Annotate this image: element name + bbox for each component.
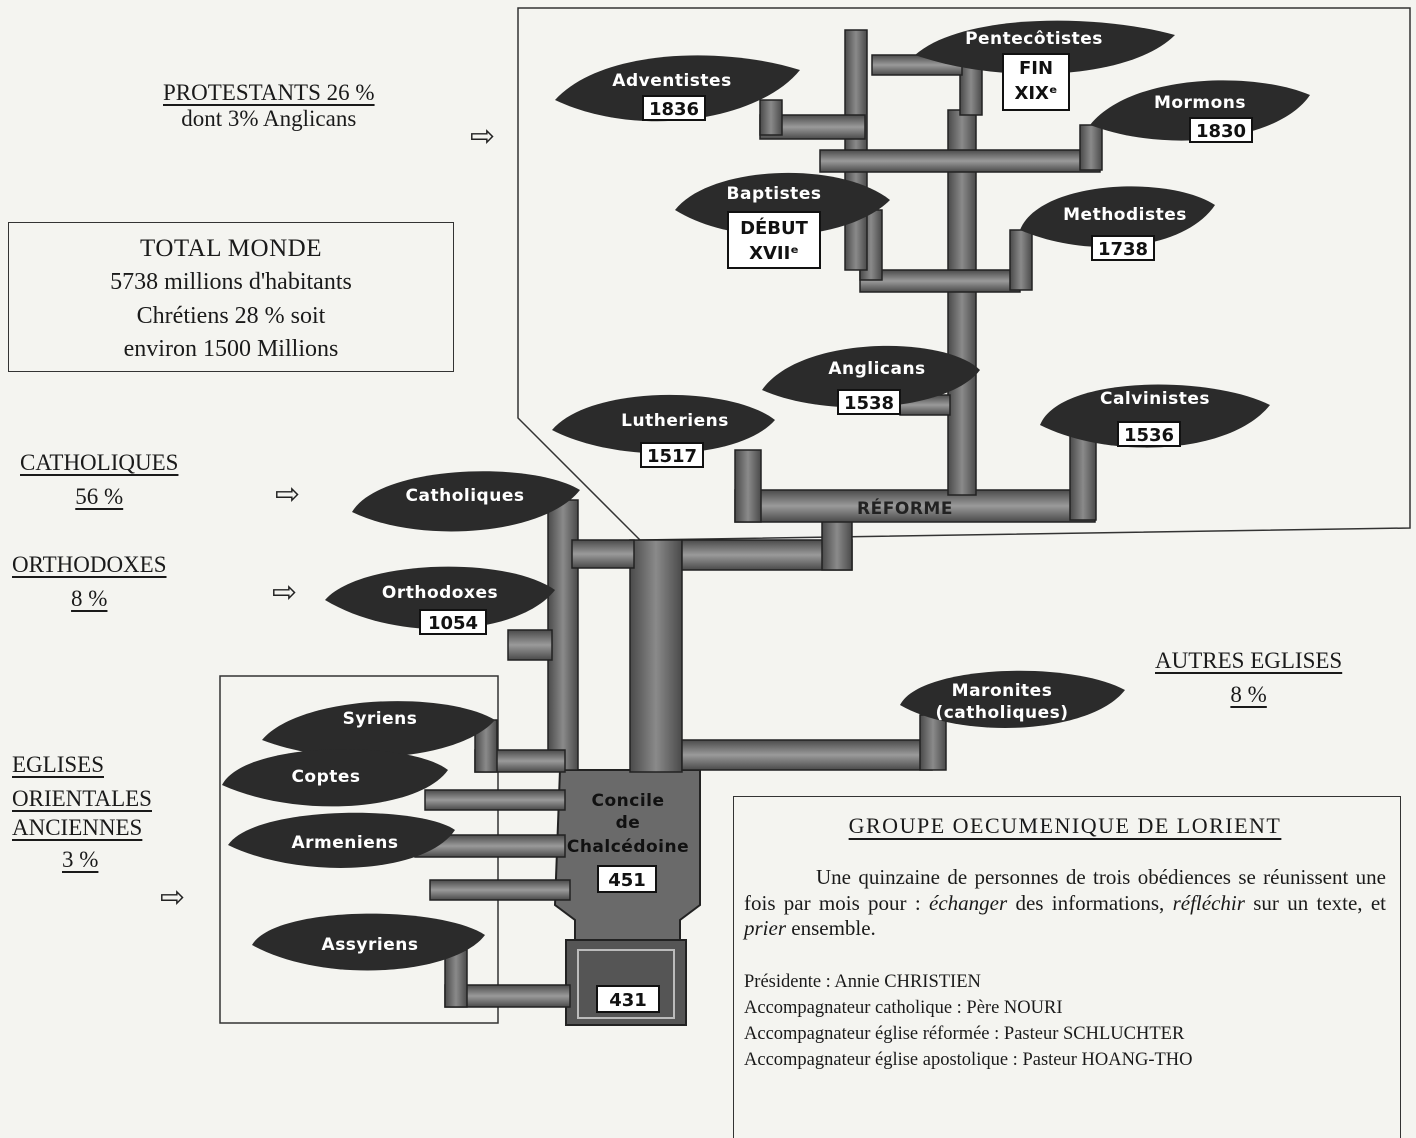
leaf-coptes-label: Coptes [291, 767, 360, 787]
leaf-orthodoxes: Orthodoxes 1054 [325, 567, 555, 634]
leaf-catholiques-label: Catholiques [406, 486, 525, 506]
leaf-catholiques: Catholiques [352, 471, 580, 531]
leaf-mormons-label: Mormons [1154, 93, 1246, 113]
orientales-line2: ORIENTALES [12, 786, 152, 812]
groupe-accompagnateur-catholique: Accompagnateur catholique : Père NOURI [744, 996, 1386, 1022]
groupe-description: Une quinzaine de personnes de trois obéd… [744, 865, 1386, 942]
total-line1: 5738 millions d'habitants [9, 266, 453, 300]
leaf-calvinistes-label: Calvinistes [1100, 389, 1210, 409]
leaf-methodistes-label: Methodistes [1063, 205, 1187, 225]
orientales-arrow-icon: ⇨ [160, 883, 185, 913]
leaf-pentecotistes-year1: FIN [1019, 58, 1053, 79]
groupe-people: Présidente : Annie CHRISTIEN Accompagnat… [744, 970, 1386, 1074]
groupe-president: Présidente : Annie CHRISTIEN [744, 970, 1386, 996]
groupe-title: GROUPE OECUMENIQUE DE LORIENT [744, 813, 1386, 839]
reforme-label: RÉFORME [857, 497, 953, 519]
autres-label: AUTRES EGLISES 8 % [1155, 648, 1342, 709]
concile-line3: Chalcédoine [567, 837, 689, 857]
leaf-pentecotistes-year2: XIXᵉ [1014, 83, 1057, 104]
concile-line2: de [616, 813, 641, 833]
leaf-armeniens: Armeniens [228, 813, 455, 868]
groupe-oecumenique-box: GROUPE OECUMENIQUE DE LORIENT Une quinza… [733, 796, 1401, 1138]
leaf-baptistes-year2: XVIIᵉ [749, 243, 799, 264]
protestants-sub: dont 3% Anglicans [163, 106, 375, 132]
leaf-methodistes-year: 1738 [1098, 239, 1148, 260]
orthodoxes-arrow-icon: ⇨ [272, 578, 297, 608]
autres-pct: 8 % [1155, 682, 1342, 708]
leaf-orthodoxes-year: 1054 [428, 613, 478, 634]
total-monde-box: TOTAL MONDE 5738 millions d'habitants Ch… [8, 222, 454, 372]
orientales-line3: ANCIENNES [12, 815, 152, 841]
leaf-anglicans-year: 1538 [844, 393, 894, 414]
leaf-coptes: Coptes [222, 749, 448, 806]
root-year: 431 [609, 990, 647, 1011]
leaf-pentecotistes-label: Pentecôtistes [965, 29, 1103, 49]
leaf-lutheriens-label: Lutheriens [621, 411, 729, 431]
autres-title: AUTRES EGLISES [1155, 648, 1342, 674]
leaf-anglicans-label: Anglicans [828, 359, 925, 379]
catholiques-title: CATHOLIQUES [20, 450, 178, 476]
catholiques-arrow-icon: ⇨ [275, 480, 300, 510]
orthodoxes-title: ORTHODOXES [12, 552, 167, 578]
protestants-title: PROTESTANTS 26 % [163, 80, 375, 106]
concile-year: 451 [608, 870, 646, 891]
groupe-accompagnateur-apostolique: Accompagnateur église apostolique : Past… [744, 1048, 1386, 1074]
groupe-accompagnateur-reformee: Accompagnateur église réformée : Pasteur… [744, 1022, 1386, 1048]
leaf-orthodoxes-label: Orthodoxes [382, 583, 498, 603]
leaf-syriens: Syriens [262, 701, 495, 757]
leaf-mormons: Mormons 1830 [1090, 80, 1310, 142]
orientales-pct: 3 % [12, 847, 152, 873]
leaf-baptistes-year1: DÉBUT [740, 217, 809, 239]
leaf-armeniens-label: Armeniens [292, 833, 399, 853]
protestants-arrow-icon: ⇨ [470, 122, 495, 152]
orientales-label: EGLISES ORIENTALES ANCIENNES 3 % [12, 752, 152, 874]
leaf-calvinistes-year: 1536 [1124, 425, 1174, 446]
catholiques-label: CATHOLIQUES 56 % [20, 450, 178, 511]
orthodoxes-label: ORTHODOXES 8 % [12, 552, 167, 613]
leaf-adventistes-year: 1836 [649, 99, 699, 120]
total-line2: Chrétiens 28 % soit [9, 300, 453, 334]
concile-line1: Concile [591, 791, 664, 811]
leaf-maronites-label2: (catholiques) [935, 703, 1068, 723]
total-line3: environ 1500 Millions [9, 333, 453, 367]
leaf-syriens-label: Syriens [343, 709, 418, 729]
leaf-lutheriens-year: 1517 [647, 446, 697, 467]
catholiques-pct: 56 % [20, 484, 178, 510]
leaf-methodistes: Methodistes 1738 [1020, 186, 1215, 260]
leaf-baptistes-label: Baptistes [727, 184, 822, 204]
leaf-mormons-year: 1830 [1196, 121, 1246, 142]
leaf-assyriens-label: Assyriens [322, 935, 419, 955]
total-title: TOTAL MONDE [9, 231, 453, 266]
orthodoxes-pct: 8 % [12, 586, 167, 612]
leaf-adventistes-label: Adventistes [612, 71, 731, 91]
orientales-line1: EGLISES [12, 752, 152, 778]
protestants-label: PROTESTANTS 26 % dont 3% Anglicans [163, 80, 375, 133]
root-year-box: 431 [597, 986, 659, 1012]
leaf-maronites-label1: Maronites [952, 681, 1053, 701]
